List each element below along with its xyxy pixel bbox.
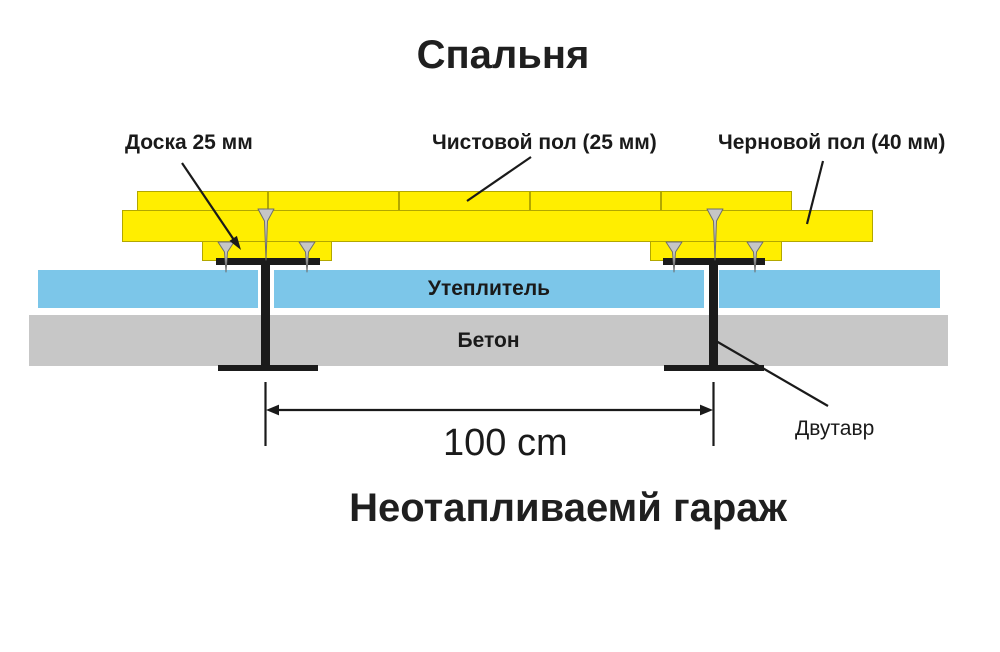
ibeam-left-web: [261, 260, 270, 368]
dimension-arrowhead-left: [266, 404, 279, 416]
insulation-layer-segment: [38, 270, 258, 308]
ibeam-label: Двутавр: [795, 417, 875, 440]
finish-floor-label: Чистовой пол (25 мм): [432, 131, 657, 154]
insulation-layer-segment: [274, 270, 704, 308]
insulation-label-wrap: Утеплитель: [38, 270, 940, 308]
ibeam-right-bottom-flange: [664, 365, 764, 371]
floor-plank: [137, 191, 268, 211]
concrete-label-wrap: Бетон: [29, 315, 948, 366]
dimension-arrowhead-right: [700, 404, 713, 416]
title-garage: Неотапливаемй гараж: [349, 486, 787, 530]
floor-plank: [661, 191, 792, 211]
subfloor-label: Черновой пол (40 мм): [718, 131, 946, 154]
ibeam-left-top-flange: [216, 258, 320, 265]
ibeam-left-bottom-flange: [218, 365, 318, 371]
ibeam-right-web: [709, 260, 718, 368]
concrete-label: Бетон: [457, 328, 520, 352]
dimension-text: 100 cm: [443, 422, 568, 464]
finish-floor-row: [137, 191, 792, 211]
board-label: Доска 25 мм: [125, 131, 253, 154]
title-bedroom: Спальня: [416, 33, 590, 77]
insulation-layer-segment: [719, 270, 940, 308]
floor-plank: [268, 191, 399, 211]
ibeam-right-top-flange: [663, 258, 765, 265]
insulation-label: Утеплитель: [427, 277, 551, 300]
floor-plank: [399, 191, 530, 211]
floor-plank: [530, 191, 661, 211]
subfloor-layer: [122, 210, 873, 242]
